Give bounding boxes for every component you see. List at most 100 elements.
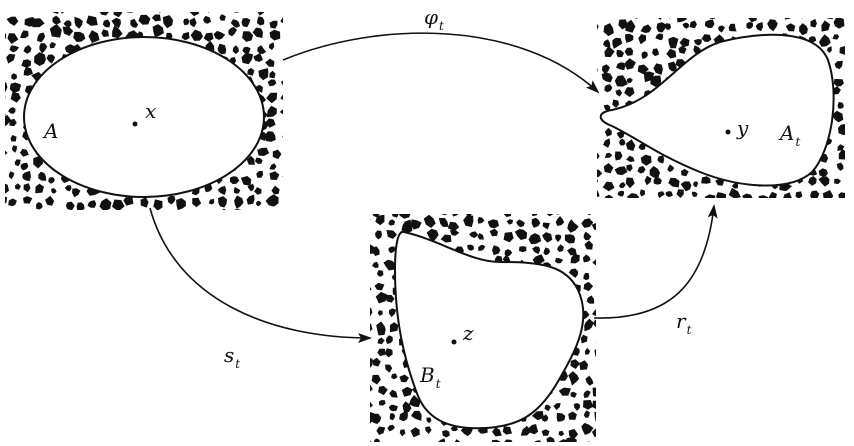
texture-grain	[241, 176, 251, 186]
texture-grain	[167, 211, 173, 218]
texture-grain	[51, 188, 57, 194]
texture-grain	[641, 155, 652, 166]
texture-grain	[768, 192, 777, 204]
texture-grain	[593, 320, 601, 327]
texture-grain	[591, 169, 602, 177]
texture-grain	[655, 33, 663, 40]
texture-grain	[204, 0, 213, 13]
texture-grain	[626, 178, 635, 189]
texture-grain	[266, 93, 277, 104]
texture-grain	[598, 229, 604, 235]
texture-grain	[532, 440, 542, 446]
texture-grain	[692, 192, 698, 197]
texture-grain	[362, 353, 368, 360]
texture-grain	[760, 6, 770, 17]
texture-grain	[15, 183, 21, 190]
texture-grain	[152, 15, 161, 22]
texture-grain	[50, 24, 62, 38]
texture-grain	[569, 269, 578, 279]
texture-grain	[166, 2, 175, 12]
texture-grain	[402, 387, 413, 397]
texture-grain	[0, 94, 5, 103]
texture-grain	[599, 373, 606, 381]
texture-grain	[518, 442, 526, 446]
texture-grain	[565, 234, 575, 243]
arrow-r-label: rt	[676, 309, 692, 337]
texture-grain	[592, 427, 602, 437]
texture-grain	[191, 30, 203, 41]
texture-grain	[707, 8, 716, 19]
texture-grain	[491, 440, 500, 446]
texture-grain	[592, 307, 602, 317]
texture-grain	[834, 17, 845, 29]
texture-grain	[581, 335, 588, 344]
texture-grain	[0, 148, 8, 158]
texture-grain	[729, 24, 737, 32]
texture-grain	[374, 438, 381, 445]
texture-grain	[86, 16, 98, 26]
texture-grain	[568, 412, 577, 420]
texture-grain	[584, 282, 594, 291]
texture-grain	[63, 27, 74, 36]
texture-grain	[604, 163, 614, 173]
texture-grain	[21, 59, 31, 68]
texture-grain	[466, 211, 472, 217]
texture-grain	[23, 196, 32, 204]
texture-grain	[677, 189, 684, 198]
texture-grain	[0, 46, 5, 55]
texture-grain	[810, 191, 819, 202]
texture-grain	[280, 109, 291, 115]
texture-grain	[783, 10, 792, 20]
texture-grain	[73, 32, 85, 42]
texture-grain	[204, 33, 214, 42]
texture-grain	[360, 234, 367, 241]
texture-grain	[625, 34, 633, 43]
texture-grain	[52, 6, 59, 14]
texture-grain	[245, 212, 252, 219]
texture-grain	[377, 338, 384, 345]
texture-grain	[193, 214, 201, 224]
texture-grain	[705, 194, 716, 206]
texture-grain	[571, 254, 580, 264]
texture-grain	[544, 405, 551, 412]
texture-grain	[167, 196, 175, 205]
texture-grain	[467, 245, 474, 251]
texture-grain	[272, 212, 282, 220]
texture-grain	[612, 100, 619, 108]
texture-grain	[542, 232, 552, 243]
texture-grain	[60, 7, 65, 14]
texture-grain	[599, 208, 605, 215]
texture-grain	[8, 198, 17, 206]
texture-grain	[112, 200, 125, 212]
texture-grain	[269, 163, 276, 170]
texture-grain	[837, 163, 844, 171]
texture-grain	[587, 74, 593, 81]
texture-grain	[658, 191, 665, 198]
texture-grain	[818, 176, 829, 186]
texture-grain	[834, 79, 844, 87]
texture-grain	[384, 348, 392, 357]
texture-grain	[626, 156, 635, 162]
texture-grain	[579, 360, 588, 370]
texture-grain	[838, 102, 844, 109]
texture-grain	[488, 219, 500, 228]
texture-grain	[153, 199, 162, 210]
point-z-dot	[452, 340, 457, 345]
texture-grain	[45, 196, 54, 206]
texture-grain	[722, 11, 727, 18]
texture-grain	[379, 400, 386, 406]
texture-grain	[257, 148, 269, 156]
texture-grain	[7, 33, 18, 44]
texture-grain	[594, 346, 604, 357]
texture-grain	[492, 427, 502, 436]
texture-grain	[425, 426, 432, 434]
texture-grain	[614, 9, 621, 17]
texture-grain	[387, 425, 395, 432]
texture-grain	[391, 373, 397, 379]
texture-grain	[440, 205, 450, 215]
arrow-s-label: st	[224, 343, 240, 371]
texture-grain	[233, 45, 239, 54]
texture-grain	[62, 214, 68, 221]
texture-grain	[594, 441, 604, 446]
texture-grain	[375, 231, 382, 240]
